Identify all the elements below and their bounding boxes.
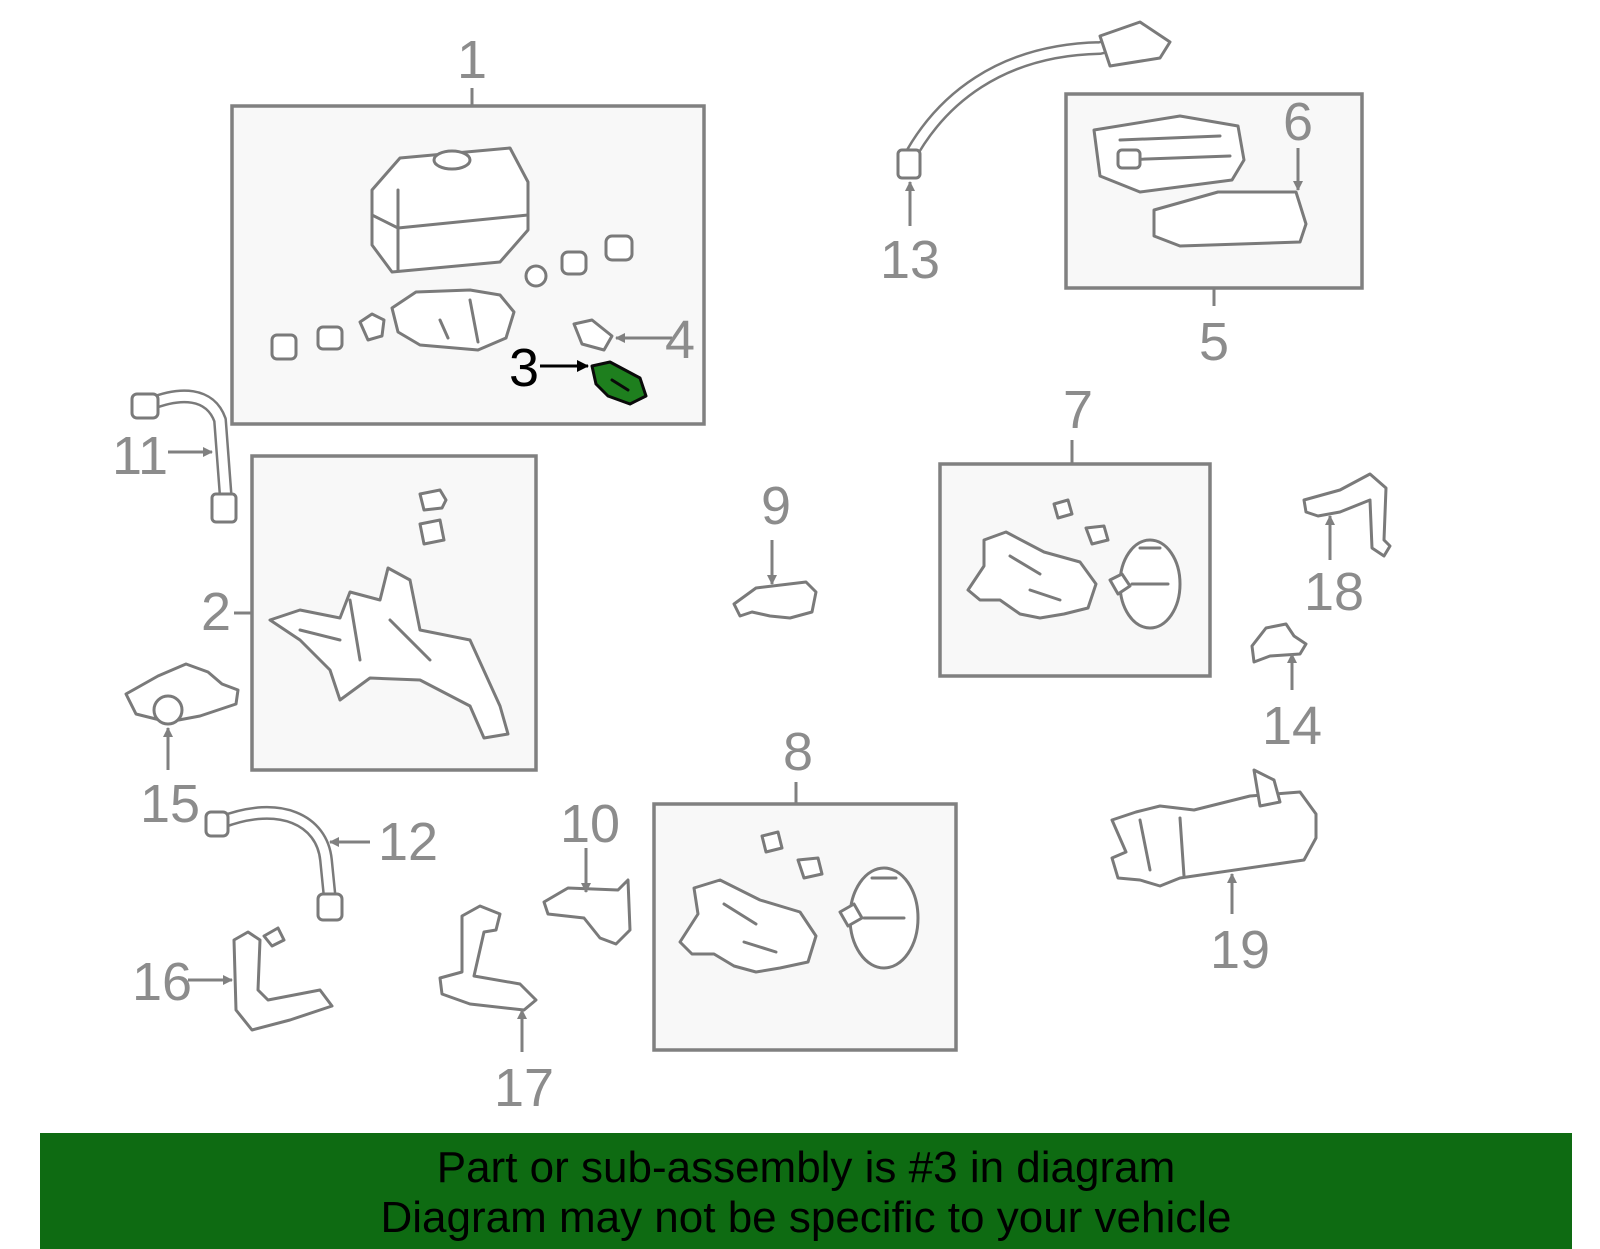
banner-line-1: Part or sub-assembly is #3 in diagram bbox=[436, 1143, 1176, 1192]
info-banner: Part or sub-assembly is #3 in diagram Di… bbox=[40, 1133, 1572, 1249]
module-group bbox=[1064, 92, 1364, 306]
callout-14: 14 bbox=[1262, 696, 1322, 756]
callout-11: 11 bbox=[112, 426, 168, 486]
callout-13: 13 bbox=[880, 230, 940, 290]
banner-line-2: Diagram may not be specific to your vehi… bbox=[380, 1193, 1232, 1242]
callout-18: 18 bbox=[1304, 562, 1364, 622]
callout-4: 4 bbox=[665, 310, 695, 370]
bracket-group bbox=[234, 454, 538, 772]
callout-19: 19 bbox=[1210, 920, 1270, 980]
callout-15: 15 bbox=[140, 774, 200, 834]
callout-2: 2 bbox=[201, 582, 231, 642]
callout-9: 9 bbox=[761, 476, 791, 536]
callout-17: 17 bbox=[494, 1058, 554, 1118]
callout-1: 1 bbox=[457, 30, 487, 90]
callout-3[interactable]: 3 bbox=[509, 338, 539, 398]
callout-5: 5 bbox=[1199, 312, 1229, 372]
callout-8: 8 bbox=[783, 722, 813, 782]
highlighted-part-3[interactable] bbox=[590, 360, 648, 406]
callout-6: 6 bbox=[1283, 92, 1313, 152]
booster-group-8 bbox=[652, 782, 958, 1052]
callout-10: 10 bbox=[560, 794, 620, 854]
callout-12: 12 bbox=[378, 812, 438, 872]
booster-group-7 bbox=[938, 440, 1212, 678]
callout-16: 16 bbox=[132, 952, 192, 1012]
callout-7: 7 bbox=[1063, 380, 1093, 440]
